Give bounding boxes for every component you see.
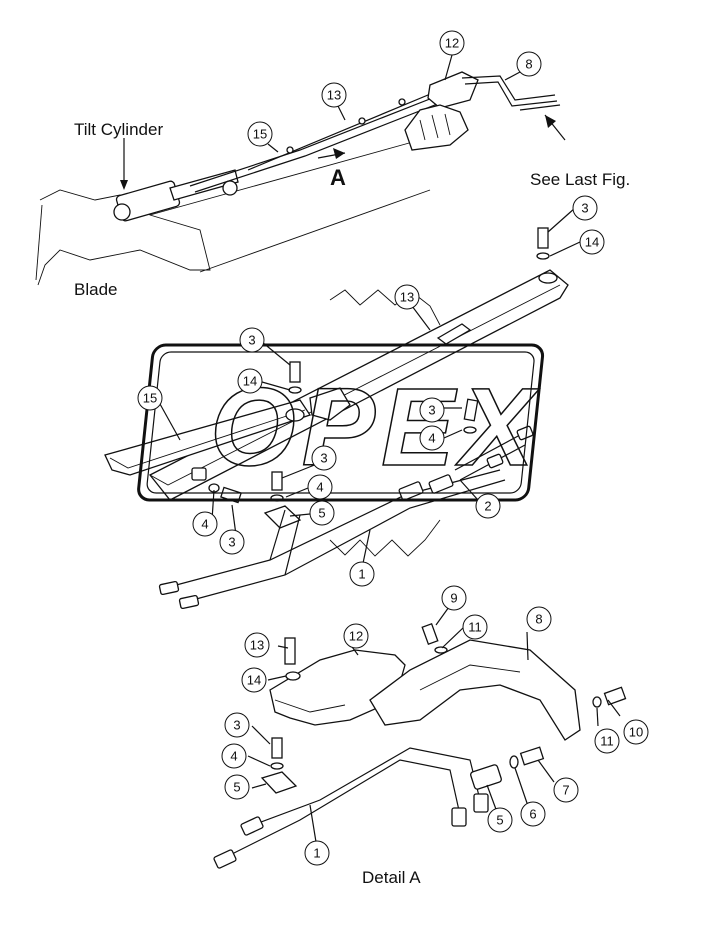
callout-3-mid-center: 3	[311, 445, 337, 471]
callout-3-detail: 3	[224, 712, 250, 738]
svg-text:13: 13	[250, 638, 264, 653]
callout-6-detail: 6	[520, 801, 546, 827]
callout-3-mid-bottom: 3	[219, 529, 245, 555]
callout-3-mid-left: 3	[239, 327, 265, 353]
svg-text:3: 3	[248, 333, 255, 348]
detail-a-label: Detail A	[362, 868, 421, 887]
svg-text:5: 5	[496, 813, 503, 828]
svg-text:14: 14	[243, 374, 257, 389]
tilt-cylinder-label: Tilt Cylinder	[74, 120, 163, 139]
svg-text:14: 14	[585, 235, 599, 250]
callout-13-mid: 13	[394, 284, 420, 310]
svg-text:13: 13	[400, 290, 414, 305]
svg-text:5: 5	[233, 780, 240, 795]
see-last-fig-label: See Last Fig.	[530, 170, 630, 189]
callout-8-detail: 8	[526, 606, 552, 632]
svg-text:4: 4	[230, 749, 237, 764]
callout-14-right: 14	[579, 229, 605, 255]
svg-text:10: 10	[629, 725, 643, 740]
callout-9-detail: 9	[441, 585, 467, 611]
svg-text:3: 3	[320, 451, 327, 466]
svg-text:1: 1	[358, 567, 365, 582]
callout-12-detail: 12	[343, 623, 369, 649]
callout-5-detail-left: 5	[224, 774, 250, 800]
callout-2-mid: 2	[475, 493, 501, 519]
svg-text:6: 6	[529, 807, 536, 822]
callout-14-mid-left: 14	[237, 368, 263, 394]
svg-text:12: 12	[349, 629, 363, 644]
svg-text:1: 1	[313, 846, 320, 861]
view-a-label: A	[330, 165, 346, 190]
svg-text:8: 8	[525, 57, 532, 72]
svg-text:14: 14	[247, 673, 261, 688]
svg-text:3: 3	[581, 201, 588, 216]
svg-text:7: 7	[562, 783, 569, 798]
callout-1-mid: 1	[349, 561, 375, 587]
callout-13-top: 13	[321, 82, 347, 108]
callout-15-top: 15	[247, 121, 273, 147]
callout-10-detail: 10	[623, 719, 649, 745]
svg-text:3: 3	[428, 403, 435, 418]
svg-text:3: 3	[233, 718, 240, 733]
callout-1-detail: 1	[304, 840, 330, 866]
callout-13-detail: 13	[244, 632, 270, 658]
top-assembly	[35, 71, 566, 286]
svg-text:2: 2	[484, 499, 491, 514]
svg-text:13: 13	[327, 88, 341, 103]
callout-4-detail: 4	[221, 743, 247, 769]
svg-text:4: 4	[316, 480, 323, 495]
detail-a-assembly	[213, 622, 627, 869]
callout-4-mid-right: 4	[419, 425, 445, 451]
callout-12-top: 12	[439, 30, 465, 56]
callout-11-detail-right: 11	[594, 728, 620, 754]
callout-5-detail-right: 5	[487, 807, 513, 833]
svg-text:15: 15	[253, 127, 267, 142]
callout-14-detail: 14	[241, 667, 267, 693]
callout-11-detail-top: 11	[462, 614, 488, 640]
svg-text:11: 11	[600, 734, 614, 749]
svg-text:8: 8	[535, 612, 542, 627]
svg-text:12: 12	[445, 36, 459, 51]
blade-label: Blade	[74, 280, 117, 299]
svg-text:9: 9	[450, 591, 457, 606]
svg-text:5: 5	[318, 506, 325, 521]
svg-text:4: 4	[201, 517, 208, 532]
watermark-text: OPEX	[210, 366, 540, 489]
callout-3-mid-right: 3	[419, 397, 445, 423]
callout-15-mid: 15	[137, 385, 163, 411]
callout-8-top: 8	[516, 51, 542, 77]
callout-4-mid-left: 4	[192, 511, 218, 537]
callout-4-mid-center: 4	[307, 474, 333, 500]
svg-text:15: 15	[143, 391, 157, 406]
svg-text:11: 11	[468, 620, 482, 635]
svg-text:4: 4	[428, 431, 435, 446]
svg-text:3: 3	[228, 535, 235, 550]
callout-5-mid: 5	[309, 500, 335, 526]
callout-7-detail: 7	[553, 777, 579, 803]
watermark-frame: OPEX	[137, 343, 545, 502]
callout-3-right: 3	[572, 195, 598, 221]
